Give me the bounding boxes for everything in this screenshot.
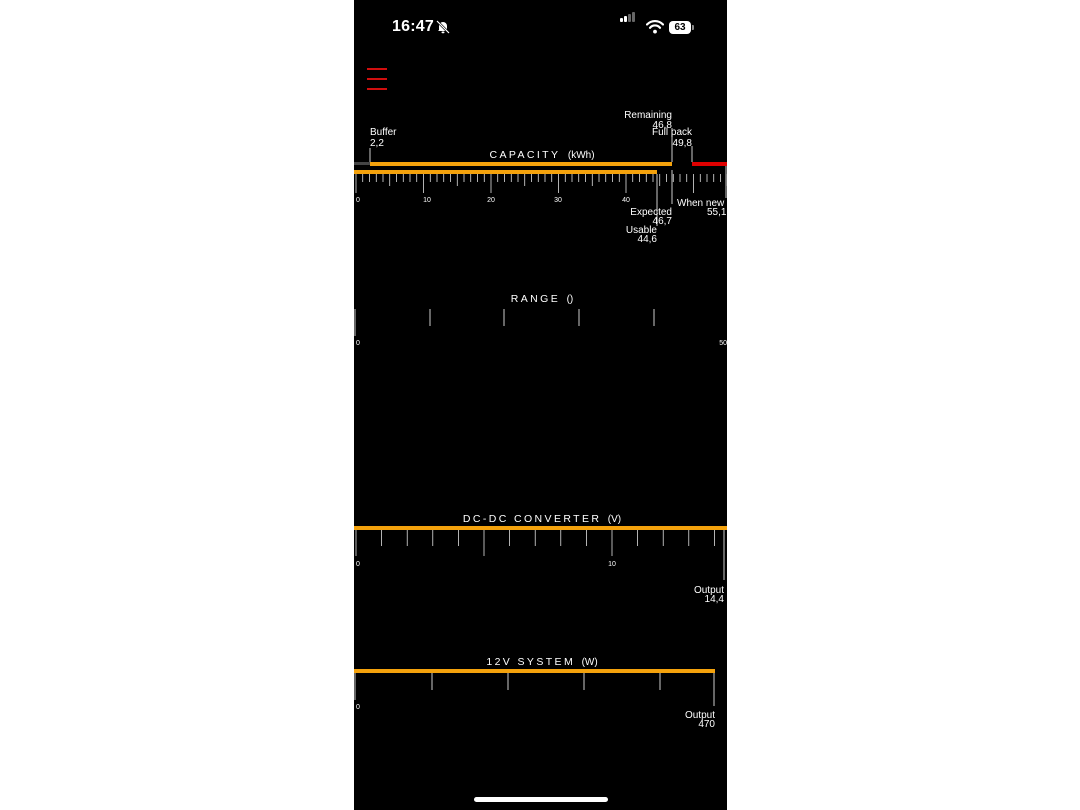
when-new-label: When new — [677, 198, 725, 209]
capacity-ticks — [355, 174, 727, 193]
expected-value: 46,7 — [653, 216, 673, 227]
capacity-buffer-bar — [354, 162, 370, 165]
dcdc-tick-label-10: 10 — [608, 561, 616, 568]
capacity-unit: (kWh) — [568, 150, 595, 161]
dcdc-output-bar — [354, 526, 727, 530]
usable-value: 44,6 — [638, 234, 658, 245]
capacity-usable-bar — [354, 170, 657, 174]
capacity-title: CAPACITY — [489, 149, 560, 161]
capacity-tick-label-10: 10 — [423, 197, 431, 204]
dcdc-tick-label-0: 0 — [356, 561, 360, 568]
wifi-icon — [646, 20, 664, 34]
system12v-tick-label-0: 0 — [356, 704, 360, 711]
remaining-value: 46,8 — [653, 120, 673, 131]
svg-text:RANGE (): RANGE () — [511, 289, 573, 306]
menu-button[interactable] — [367, 68, 387, 92]
status-time: 16:47 — [392, 18, 434, 35]
dcdc-gauge: DC-DC CONVERTER (V) 0 10 Output 14,4 — [354, 509, 727, 605]
range-unit: () — [567, 294, 574, 305]
capacity-degradation-bar — [692, 162, 727, 166]
capacity-tick-label-20: 20 — [487, 197, 495, 204]
system12v-gauge: 12V SYSTEM (W) 0 Output 470 — [354, 652, 715, 730]
range-tick-label-50: 50 — [719, 340, 727, 347]
battery-icon: 63 — [669, 21, 694, 34]
range-gauge: RANGE () 0 50 — [354, 289, 727, 347]
full-pack-value: 49,8 — [673, 138, 693, 149]
system12v-title: 12V SYSTEM — [486, 656, 575, 668]
usable-label: Usable — [626, 225, 658, 236]
capacity-tick-label-40: 40 — [622, 197, 630, 204]
dcdc-unit: (V) — [608, 514, 621, 525]
dcdc-output-label: Output — [694, 585, 724, 596]
buffer-label: Buffer — [370, 127, 397, 138]
app-screen: 16:47 63 CAPACITY (kWh) 0 — [354, 0, 727, 810]
full-pack-label: Full pack — [652, 127, 693, 138]
svg-text:12V SYSTEM (W): 12V SYSTEM (W) — [486, 652, 597, 669]
range-title: RANGE — [511, 293, 560, 305]
home-indicator[interactable] — [474, 797, 608, 802]
bell-muted-icon — [436, 20, 450, 34]
remaining-label: Remaining — [624, 110, 672, 121]
capacity-tick-label-0: 0 — [356, 197, 360, 204]
range-tick-label-0: 0 — [356, 340, 360, 347]
system12v-output-value: 470 — [698, 719, 715, 730]
expected-label: Expected — [630, 207, 672, 218]
system12v-output-bar — [354, 669, 715, 673]
when-new-value: 55,1 — [707, 207, 727, 218]
svg-text:CAPACITY (kWh): CAPACITY (kWh) — [489, 145, 594, 162]
dcdc-title: DC-DC CONVERTER — [463, 513, 601, 525]
buffer-value: 2,2 — [370, 138, 384, 149]
svg-text:DC-DC CONVERTER (V): DC-DC CONVERTER (V) — [463, 509, 621, 526]
gauge-panel: CAPACITY (kWh) 0 10 20 30 40 Buffer 2,2 … — [354, 110, 727, 730]
dcdc-output-value: 14,4 — [705, 594, 725, 605]
dcdc-ticks — [355, 530, 715, 556]
system12v-unit: (W) — [582, 657, 598, 668]
capacity-gauge: CAPACITY (kWh) 0 10 20 30 40 Buffer 2,2 … — [354, 110, 727, 245]
capacity-remaining-bar — [370, 162, 672, 166]
capacity-tick-label-30: 30 — [554, 197, 562, 204]
system12v-output-label: Output — [685, 710, 715, 721]
